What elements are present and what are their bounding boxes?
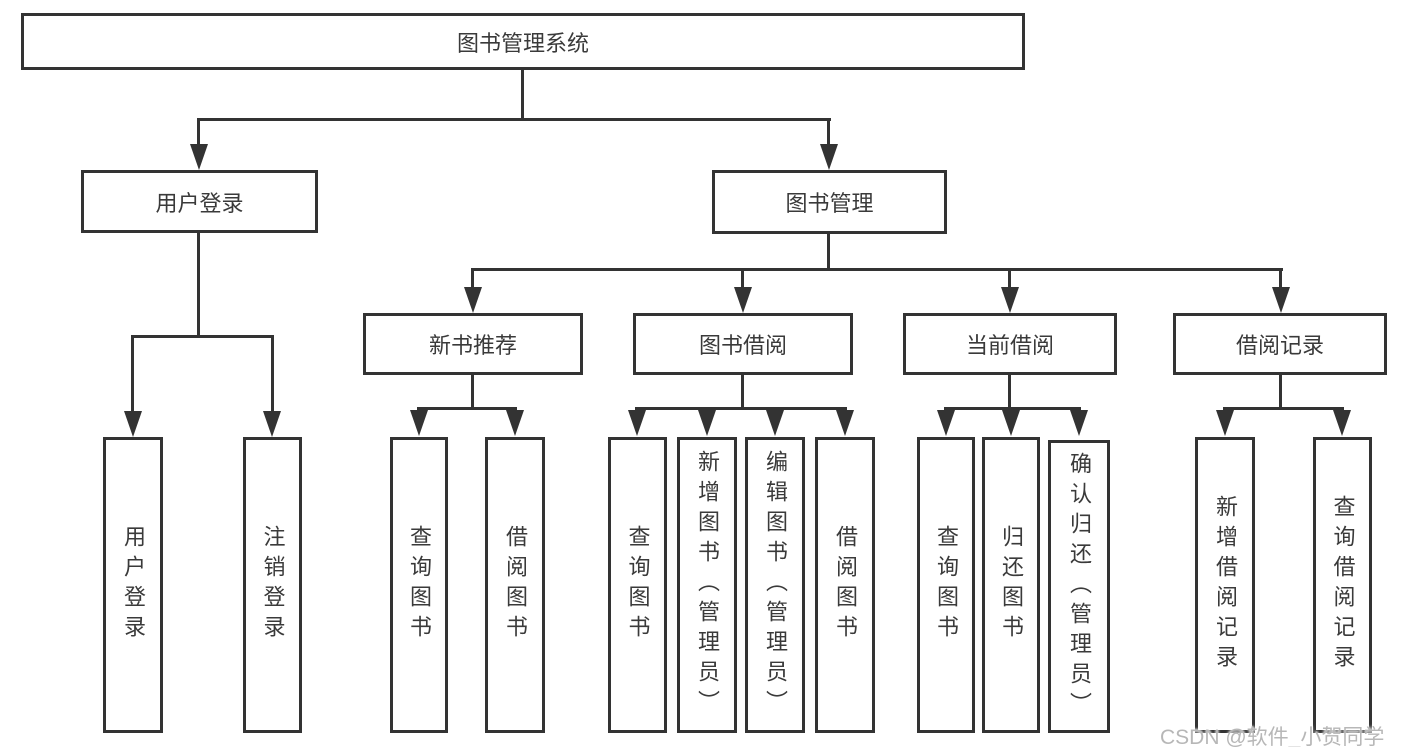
connector-level3-bar	[471, 268, 1283, 271]
arrow-down-cb-return	[1002, 410, 1020, 436]
leaf-nb-query-label: 查询图书	[407, 525, 432, 645]
connector-new-books-bar	[417, 407, 517, 410]
leaf-cb-query-label: 查询图书	[934, 525, 959, 645]
leaf-bb-borrow-label: 借阅图书	[833, 525, 858, 645]
connector-drop-leaf-user-login	[131, 338, 134, 411]
node-book-borrow: 图书借阅	[633, 313, 853, 375]
arrow-down-book-mgmt	[820, 144, 838, 170]
leaf-bb-add-label: 新增图书（管理员）	[695, 450, 720, 720]
leaf-cb-confirm: 确认归还（管理员）	[1048, 440, 1110, 733]
arrow-down-bb-query	[628, 410, 646, 436]
arrow-down-current-borrow	[1001, 287, 1019, 313]
connector-borrow-records-stem	[1279, 375, 1282, 407]
connector-current-borrow-bar	[944, 407, 1081, 410]
arrow-down-leaf-user-login	[124, 411, 142, 437]
leaf-bb-query: 查询图书	[608, 437, 667, 733]
arrow-down-leaf-logout	[263, 411, 281, 437]
connector-book-mgmt-stem	[827, 234, 830, 268]
connector-level1-bar	[197, 118, 831, 121]
connector-new-books-stem	[471, 375, 474, 407]
connector-drop-book-borrow	[741, 271, 744, 287]
arrow-down-new-books	[464, 287, 482, 313]
arrow-down-cb-confirm	[1070, 410, 1088, 436]
connector-drop-new-books	[471, 271, 474, 287]
leaf-logout-label: 注销登录	[260, 525, 286, 645]
connector-drop-current-borrow	[1008, 271, 1011, 287]
connector-drop-user-login	[197, 121, 200, 144]
leaf-bb-add: 新增图书（管理员）	[677, 437, 737, 733]
csdn-watermark: CSDN @软件_小贺同学	[1160, 726, 1385, 747]
leaf-br-add: 新增借阅记录	[1195, 437, 1255, 733]
arrow-down-br-query	[1333, 410, 1351, 436]
leaf-user-login-label: 用户登录	[121, 525, 146, 645]
arrow-down-bb-edit	[766, 410, 784, 436]
node-new-books-label: 新书推荐	[428, 333, 517, 358]
arrow-down-bb-borrow	[836, 410, 854, 436]
arrow-down-cb-query	[937, 410, 955, 436]
node-borrow-records: 借阅记录	[1173, 313, 1387, 375]
arrow-down-book-borrow	[734, 287, 752, 313]
node-current-borrow: 当前借阅	[903, 313, 1117, 375]
node-new-books: 新书推荐	[363, 313, 583, 375]
arrow-down-br-add	[1216, 410, 1234, 436]
connector-book-borrow-stem	[741, 375, 744, 407]
leaf-cb-return-label: 归还图书	[999, 525, 1024, 645]
leaf-nb-borrow-label: 借阅图书	[503, 525, 528, 645]
leaf-bb-borrow: 借阅图书	[815, 437, 875, 733]
connector-drop-leaf-logout	[271, 338, 274, 411]
node-current-borrow-label: 当前借阅	[965, 333, 1054, 358]
connector-book-borrow-bar	[635, 407, 847, 410]
arrow-down-borrow-records	[1272, 287, 1290, 313]
arrow-down-user-login	[190, 144, 208, 170]
node-book-mgmt-label: 图书管理	[785, 191, 874, 216]
leaf-bb-query-label: 查询图书	[625, 525, 651, 645]
leaf-cb-confirm-label: 确认归还（管理员）	[1067, 451, 1092, 722]
node-root: 图书管理系统	[21, 13, 1025, 70]
leaf-cb-return: 归还图书	[982, 437, 1040, 733]
leaf-bb-edit-label: 编辑图书（管理员）	[763, 450, 788, 720]
node-user-login: 用户登录	[81, 170, 318, 233]
node-root-label: 图书管理系统	[456, 30, 589, 56]
node-user-login-label: 用户登录	[155, 190, 244, 216]
connector-drop-book-mgmt	[827, 121, 830, 144]
leaf-user-login: 用户登录	[103, 437, 163, 733]
connector-borrow-records-bar	[1223, 407, 1344, 410]
leaf-cb-query: 查询图书	[917, 437, 975, 733]
leaf-logout: 注销登录	[243, 437, 302, 733]
leaf-bb-edit: 编辑图书（管理员）	[745, 437, 805, 733]
node-book-borrow-label: 图书借阅	[698, 333, 787, 358]
leaf-br-query-label: 查询借阅记录	[1330, 495, 1356, 675]
connector-root-stem	[521, 70, 524, 118]
leaf-nb-borrow: 借阅图书	[485, 437, 545, 733]
leaf-nb-query: 查询图书	[390, 437, 448, 733]
arrow-down-nb-borrow	[506, 410, 524, 436]
arrow-down-bb-add	[698, 410, 716, 436]
connector-user-login-bar	[131, 335, 274, 338]
node-borrow-records-label: 借阅记录	[1235, 333, 1324, 358]
connector-current-borrow-stem	[1008, 375, 1011, 407]
leaf-br-add-label: 新增借阅记录	[1213, 495, 1238, 675]
leaf-br-query: 查询借阅记录	[1313, 437, 1372, 733]
arrow-down-nb-query	[410, 410, 428, 436]
connector-drop-borrow-records	[1279, 271, 1282, 287]
node-book-mgmt: 图书管理	[712, 170, 947, 234]
connector-user-login-stem	[197, 233, 200, 335]
